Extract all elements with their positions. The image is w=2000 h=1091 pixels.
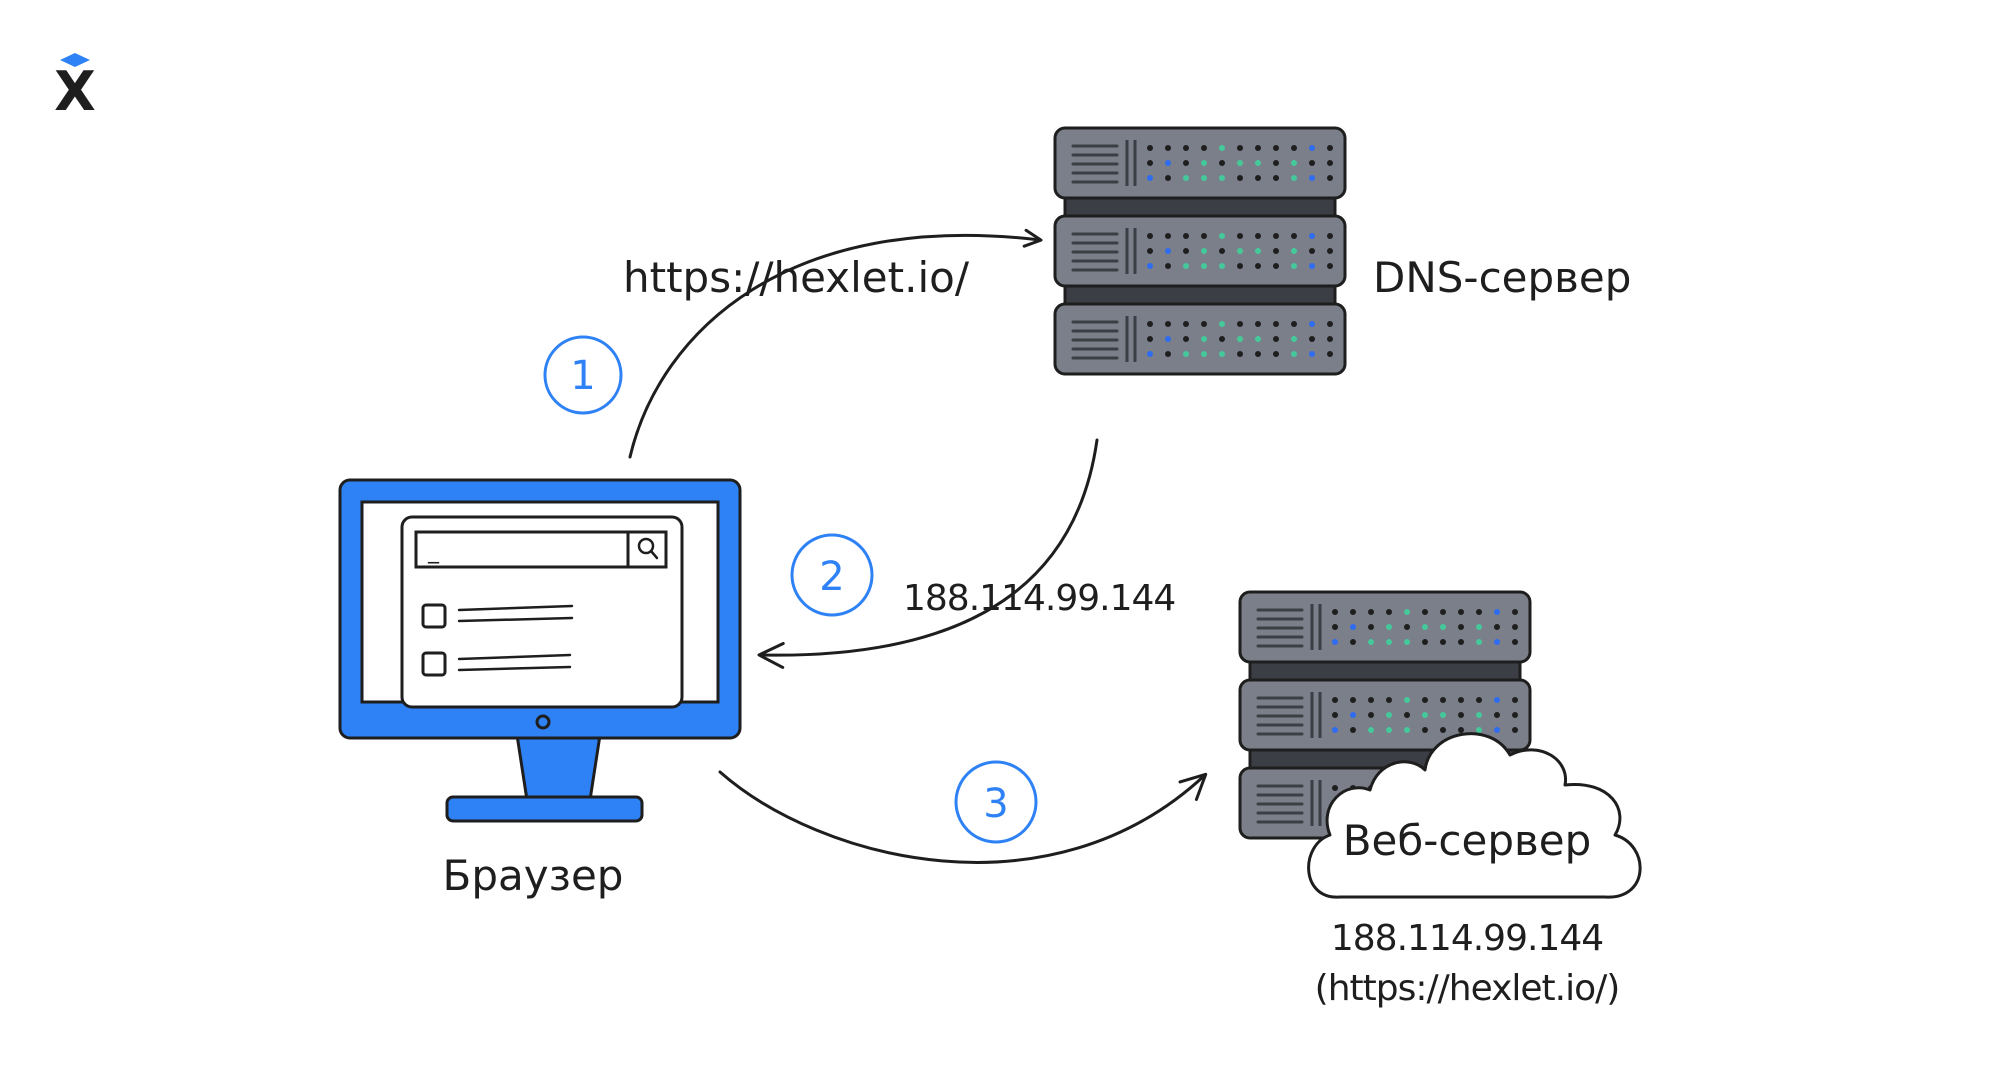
search-icon [637,537,659,560]
step-2-number: 2 [819,554,844,600]
step-3-badge: 3 [954,760,1038,844]
arrow-request-to-webserver [718,770,1208,864]
dns-server-label: DNS-сервер [1373,253,1631,302]
arrow-response-to-browser [757,438,1099,669]
server-unit [1238,590,1532,664]
cloud-icon [1307,732,1642,899]
monitor-icon: _ [338,478,742,823]
arrow-request-to-dns [628,228,1043,459]
web-server-ip: 188.114.99.144 [1331,918,1603,959]
step-3-number: 3 [983,781,1008,827]
browser-label: Браузер [443,851,624,900]
web-server-url: (https://hexlet.io/) [1315,968,1620,1009]
logo-letter: X [54,60,96,123]
step-2-ip-label: 188.114.99.144 [903,578,1175,619]
server-unit [1053,126,1347,200]
step-1-number: 1 [570,353,595,399]
step-1-badge: 1 [543,335,623,415]
step-2-badge: 2 [790,533,874,617]
server-rack-icon [1053,126,1347,376]
step-1-url-label: https://hexlet.io/ [623,253,970,302]
hexlet-logo-icon: X [54,53,96,123]
list-item [421,651,572,677]
search-cursor: _ [427,539,440,564]
web-server-label: Веб-сервер [1343,816,1592,865]
search-bar [414,530,668,569]
list-item [421,603,574,629]
server-unit [1053,302,1347,376]
server-unit [1053,214,1347,288]
server-unit [1238,678,1532,752]
